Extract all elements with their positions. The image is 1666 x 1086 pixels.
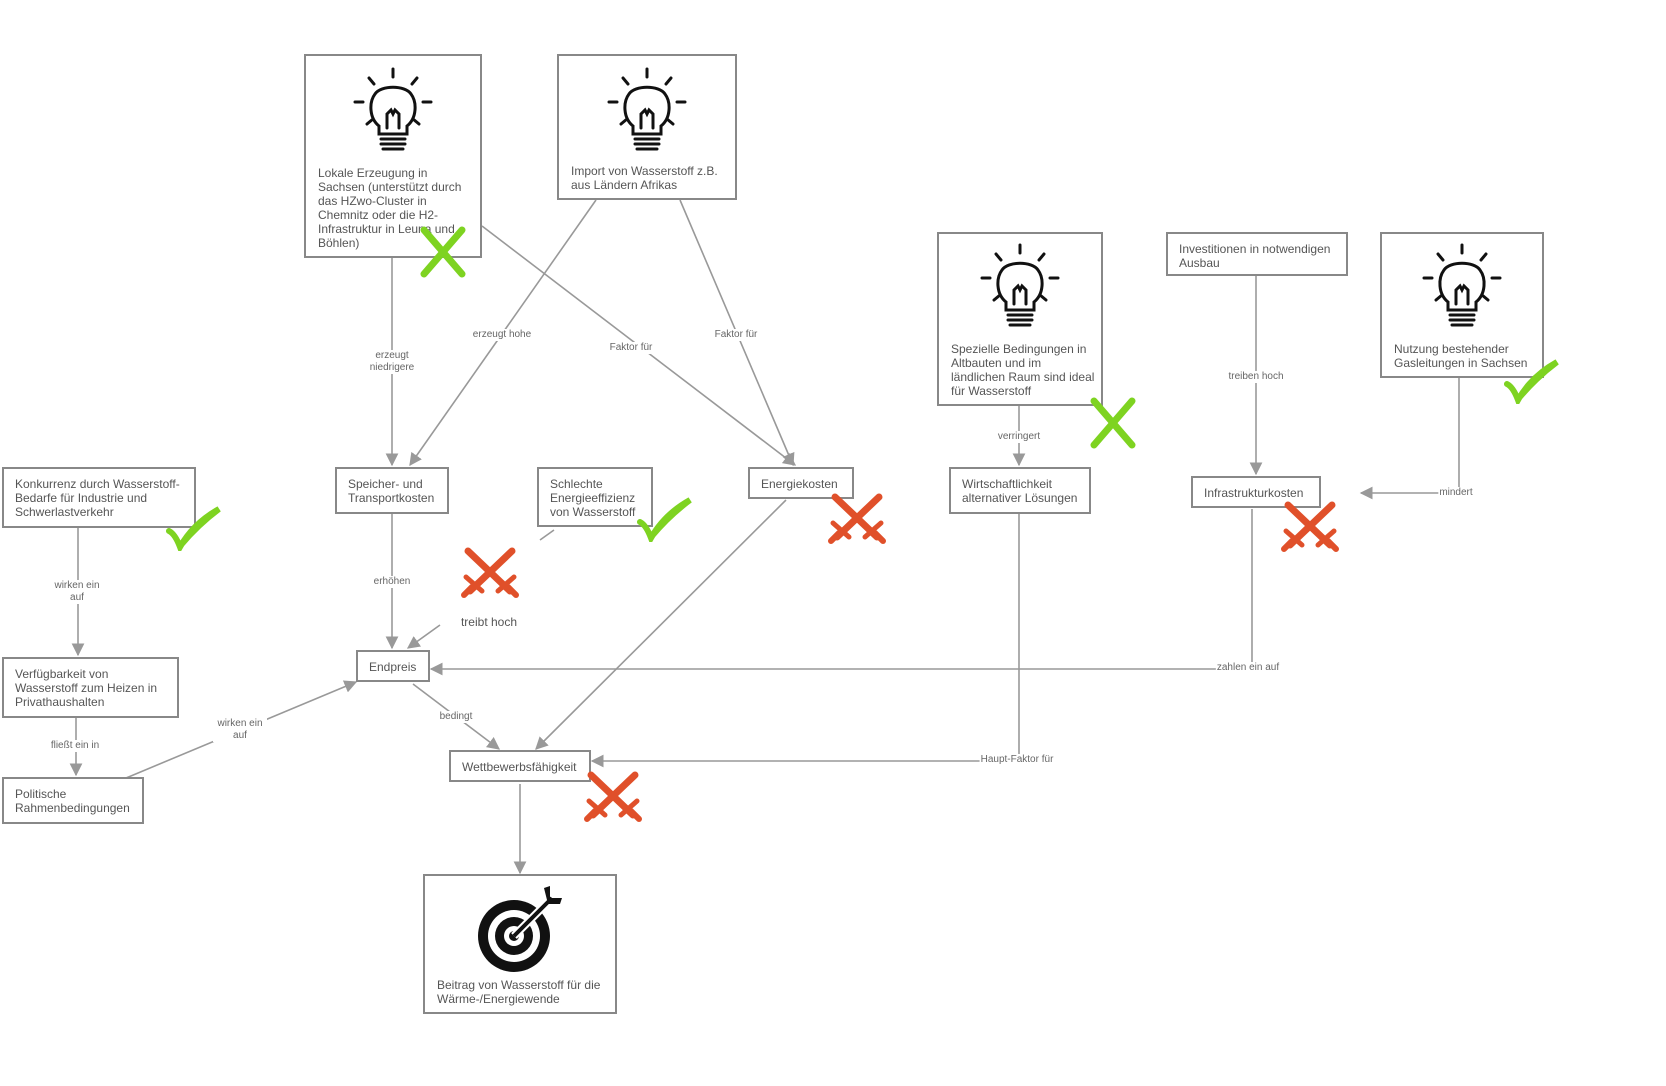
lightbulb-icon — [939, 242, 1101, 334]
node-wettbewerb[interactable]: Wettbewerbsfähigkeit — [449, 750, 591, 782]
edge-label-faktor-fuer-1: Faktor für — [608, 342, 654, 354]
node-label: Infrastrukturkosten — [1204, 486, 1304, 500]
check-icon — [637, 497, 692, 542]
node-import[interactable]: Import von Wasserstoff z.B. aus Ländern … — [557, 54, 737, 200]
crossed-swords-icon — [584, 771, 642, 822]
node-nutzung-gasleitungen[interactable]: Nutzung bestehender Gasleitungen in Sach… — [1380, 232, 1544, 378]
node-infrastrukturkosten[interactable]: Infrastrukturkosten — [1191, 476, 1321, 508]
node-spezielle-bedingungen[interactable]: Spezielle Bedingungen in Altbauten und i… — [937, 232, 1103, 406]
crossed-swords-icon — [1281, 501, 1339, 552]
node-konkurrenz[interactable]: Konkurrenz durch Wasserstoff-Bedarfe für… — [2, 467, 196, 528]
node-verfuegbarkeit[interactable]: Verfügbarkeit von Wasserstoff zum Heizen… — [2, 657, 179, 718]
edge-label-faktor-fuer-2: Faktor für — [713, 329, 759, 341]
lightbulb-icon — [306, 66, 480, 158]
node-label: Import von Wasserstoff z.B. aus Ländern … — [571, 164, 718, 192]
target-icon — [425, 884, 615, 976]
edge-label-zahlen-ein-auf: zahlen ein auf — [1215, 662, 1281, 674]
edge-label-fliesst-ein-in: fließt ein in — [49, 740, 101, 752]
node-politische[interactable]: Politische Rahmenbedingungen — [2, 777, 144, 824]
edge-label-bedingt: bedingt — [438, 711, 474, 723]
node-label: Nutzung bestehender Gasleitungen in Sach… — [1394, 342, 1528, 370]
node-label: Schlechte Energieeffizienz von Wassersto… — [550, 477, 636, 519]
node-label: Investitionen in notwendigen Ausbau — [1179, 242, 1331, 270]
node-label: Wettbewerbsfähigkeit — [462, 760, 577, 774]
node-beitrag[interactable]: Beitrag von Wasserstoff für die Wärme-/E… — [423, 874, 617, 1014]
node-label: Wirtschaftlichkeit alternativer Lösungen — [962, 477, 1078, 505]
edge-label-haupt-faktor-fuer: Haupt-Faktor für — [979, 754, 1055, 766]
edge-label-erhoehen: erhöhen — [372, 576, 412, 588]
node-label: Verfügbarkeit von Wasserstoff zum Heizen… — [15, 667, 158, 709]
node-energiekosten[interactable]: Energiekosten — [748, 467, 854, 499]
node-lokale-erzeugung[interactable]: Lokale Erzeugung in Sachsen (unterstützt… — [304, 54, 482, 258]
edge-label-treiben-hoch: treiben hoch — [1227, 371, 1285, 383]
node-endpreis[interactable]: Endpreis — [356, 650, 430, 682]
edge-label-wirken-ein-auf-1: wirken ein auf — [50, 580, 104, 604]
x-icon — [420, 226, 466, 278]
node-wirtschaftlichkeit[interactable]: Wirtschaftlichkeit alternativer Lösungen — [949, 467, 1091, 514]
node-investitionen[interactable]: Investitionen in notwendigen Ausbau — [1166, 232, 1348, 276]
node-label: Endpreis — [369, 660, 417, 674]
lightbulb-icon — [559, 66, 735, 158]
edge-energiekosten-wettbewerb — [535, 499, 787, 750]
node-speicher[interactable]: Speicher- und Transportkosten — [335, 467, 449, 514]
edge-effizienz-endpreis — [408, 529, 555, 648]
edge-label-verringert: verringert — [996, 431, 1042, 443]
node-label: Spezielle Bedingungen in Altbauten und i… — [951, 342, 1095, 398]
node-label: Energiekosten — [761, 477, 838, 491]
edge-label-wirken-ein-auf-2: wirken ein auf — [213, 718, 267, 742]
edge-nutzung-infrastruktur — [1359, 378, 1460, 500]
edge-label-treibt-hoch: treibt hoch — [460, 615, 518, 629]
node-label: Lokale Erzeugung in Sachsen (unterstützt… — [318, 166, 462, 250]
check-icon — [1504, 359, 1559, 404]
x-icon — [1090, 397, 1136, 449]
edge-wirtschaftlichkeit-wettbewerb — [590, 514, 1020, 768]
node-label: Politische Rahmenbedingungen — [15, 787, 130, 815]
node-label: Konkurrenz durch Wasserstoff-Bedarfe für… — [15, 477, 180, 519]
node-label: Speicher- und Transportkosten — [348, 477, 435, 505]
check-icon — [166, 506, 221, 551]
crossed-swords-icon — [828, 493, 886, 544]
crossed-swords-icon — [461, 547, 519, 598]
edge-label-erzeugt-hohe: erzeugt hohe — [471, 329, 533, 341]
edge-label-erzeugt-niedrigere: erzeugt niedrigere — [365, 350, 419, 374]
node-schlechte-effizienz[interactable]: Schlechte Energieeffizienz von Wassersto… — [537, 467, 653, 527]
edge-label-mindert: mindert — [1438, 487, 1474, 499]
lightbulb-icon — [1382, 242, 1542, 334]
node-label: Beitrag von Wasserstoff für die Wärme-/E… — [437, 978, 601, 1006]
